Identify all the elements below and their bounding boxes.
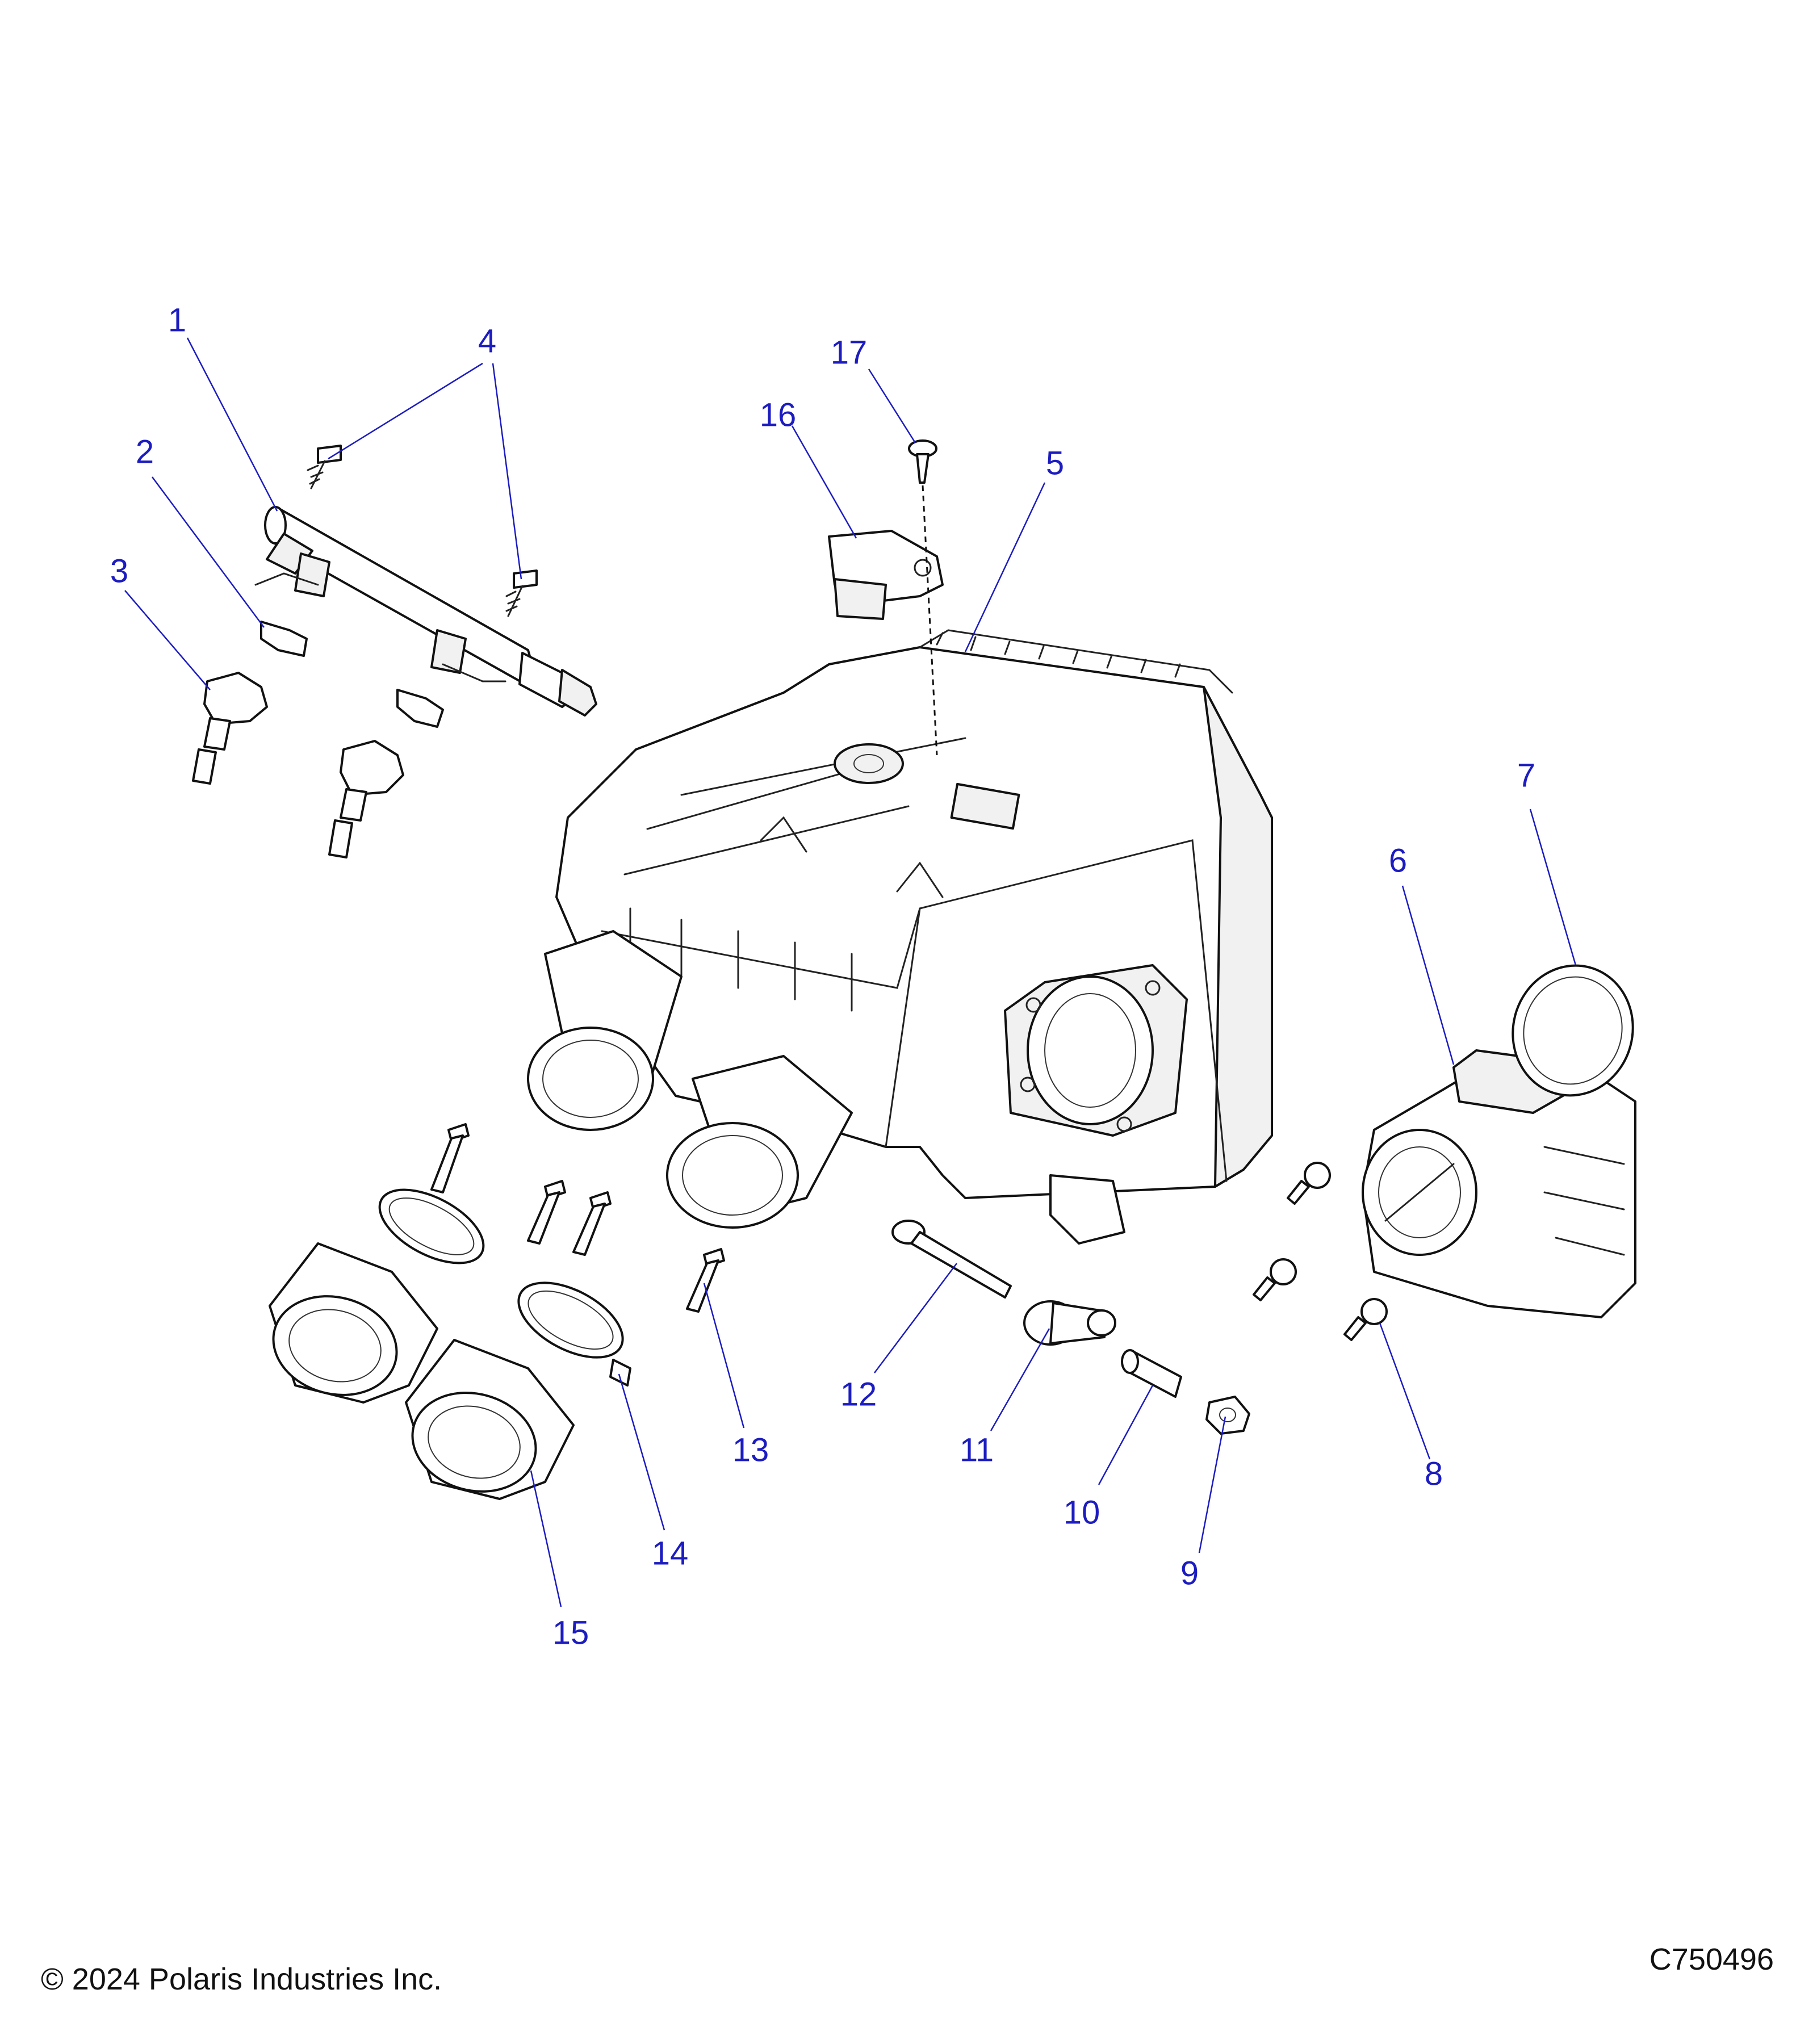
leader-lines (124, 337, 1577, 1607)
callout-12: 12 (840, 1376, 877, 1413)
fuel-rail (254, 506, 597, 717)
callout-13: 13 (732, 1431, 769, 1468)
rail-screws (307, 445, 538, 617)
callout-2: 2 (136, 433, 154, 470)
callout-11: 11 (960, 1431, 994, 1468)
map-sensor (828, 530, 944, 620)
mounting-bolt (891, 1220, 1012, 1299)
callout-17: 17 (831, 334, 868, 371)
callout-15: 15 (552, 1614, 589, 1651)
callout-5: 5 (1046, 445, 1064, 481)
callout-labels: 1 2 3 4 5 6 7 8 9 10 11 12 13 14 15 16 1… (110, 301, 1535, 1651)
callout-4: 4 (478, 322, 496, 359)
sleeve-spacer (1121, 1349, 1182, 1398)
intake-boots (269, 1242, 575, 1500)
throttle-body-screws (1253, 1162, 1388, 1341)
hose-clamps (378, 1188, 631, 1387)
o-ring (1512, 964, 1634, 1097)
sensor-screw (908, 439, 937, 484)
copyright-notice: © 2024 Polaris Industries Inc. (41, 1962, 442, 1996)
callout-7: 7 (1517, 757, 1535, 794)
callout-9: 9 (1180, 1555, 1199, 1591)
figure-id: C750496 (1649, 1942, 1774, 1976)
bushing-spacer (1023, 1300, 1116, 1346)
callout-14: 14 (652, 1535, 689, 1572)
sensor-screw-centerline (922, 485, 938, 756)
injector-clips (260, 621, 444, 728)
callout-1: 1 (168, 301, 186, 338)
callout-10: 10 (1064, 1494, 1100, 1531)
callout-16: 16 (760, 396, 797, 433)
callout-3: 3 (110, 552, 128, 589)
fuel-injectors (192, 672, 404, 858)
callout-6: 6 (1389, 842, 1407, 879)
boot-bolts (430, 1123, 725, 1313)
callout-8: 8 (1425, 1455, 1443, 1492)
flange-nut (1205, 1396, 1250, 1435)
intake-plenum-housing (527, 629, 1273, 1245)
